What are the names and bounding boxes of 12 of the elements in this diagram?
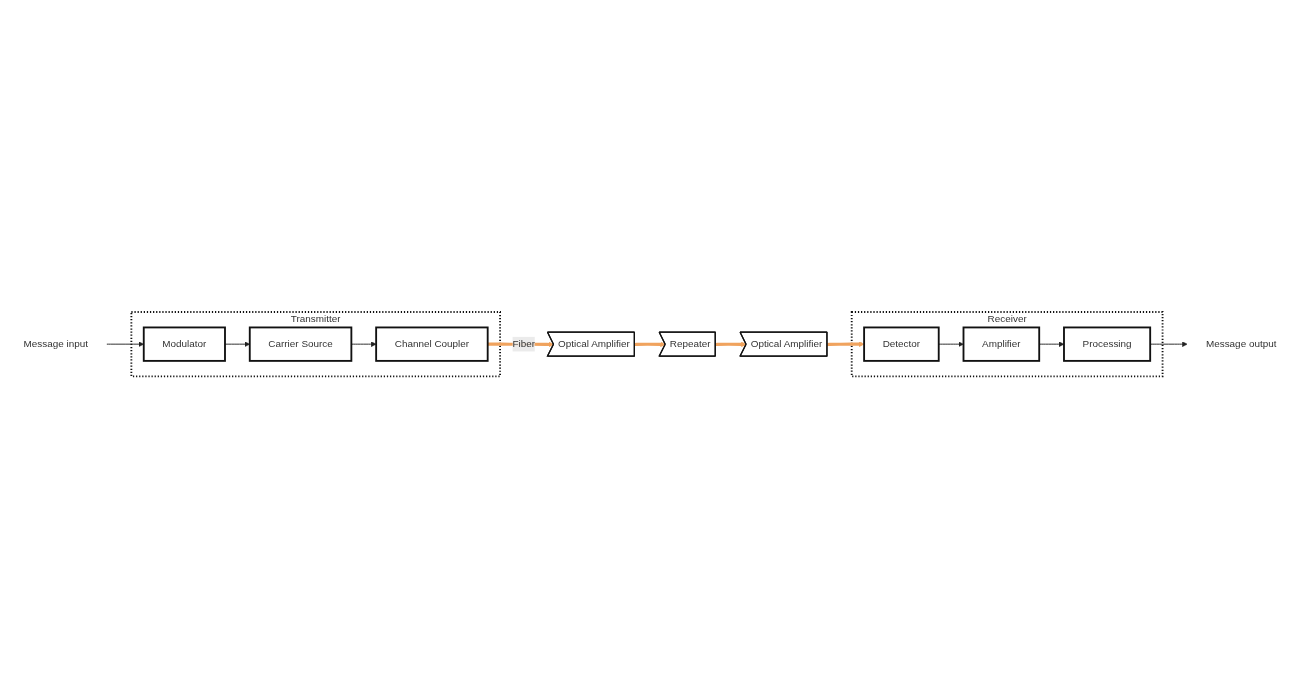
node-box: Amplifier	[962, 326, 1041, 362]
arrow	[634, 341, 666, 347]
node-box: Processing	[1063, 326, 1152, 362]
edge-label: Fiber	[512, 338, 536, 349]
arrow	[827, 341, 865, 347]
node-text: Message input	[23, 338, 88, 349]
node-box: Modulator	[142, 326, 226, 362]
node-box: Carrier Source	[248, 326, 353, 362]
arrow	[715, 341, 747, 347]
node-text: Message output	[1205, 338, 1277, 349]
node-box: Detector	[863, 326, 940, 362]
node-box: Channel Coupler	[375, 326, 489, 362]
